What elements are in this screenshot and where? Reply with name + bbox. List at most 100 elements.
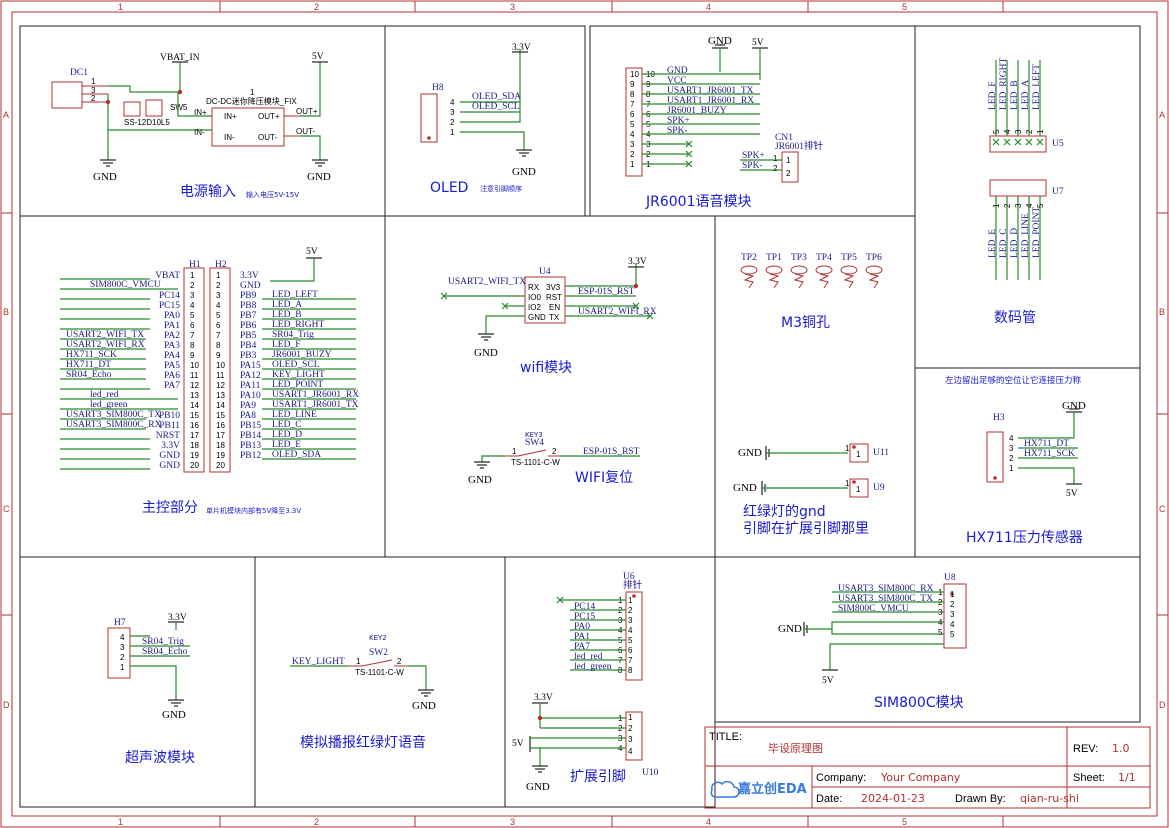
sw5-ref: SW5	[170, 103, 188, 112]
seg-bot-net: LED_LINE	[1021, 213, 1031, 258]
svg-text:2: 2	[397, 657, 402, 666]
svg-text:Drawn By:: Drawn By:	[955, 793, 1006, 805]
svg-text:1: 1	[845, 479, 850, 488]
tp-screw-thread	[793, 273, 805, 289]
oled-section: H8 4 3 2 1 OLED_SDA OLED_SCL 3.3V GND OL…	[420, 43, 536, 196]
ultra-section: H7 4 3 2 1 3.3V SR04_Trig SR04_Echo GND …	[107, 613, 195, 766]
svg-text:GND: GND	[733, 482, 757, 494]
jr6001-header	[625, 67, 643, 177]
jr-pin-inner: 8	[630, 90, 635, 99]
seg-bot-net: LED_D	[1010, 228, 1020, 258]
tp-screw-head	[740, 265, 758, 275]
sim-section: KEY2 SW2 1 2 TS-1101-C-W KEY_LIGHT GND 模…	[290, 634, 436, 751]
esp01s-module	[524, 276, 566, 324]
main-right-pin: 2	[216, 281, 221, 290]
seg-bot-pin: 3	[1014, 203, 1023, 208]
svg-text:EN: EN	[549, 303, 560, 312]
svg-text:H2: H2	[215, 260, 227, 270]
svg-text:4: 4	[450, 98, 455, 107]
main-right-pin: 3	[216, 291, 221, 300]
main-right-pin: 5	[216, 311, 221, 320]
svg-text:3: 3	[450, 108, 455, 117]
ruler-rrow-b: B	[1159, 307, 1165, 317]
block-ultra	[19, 556, 256, 808]
traffic-title-2: 引脚在扩展引脚那里	[743, 521, 869, 537]
main-left-net: led_red	[90, 390, 119, 400]
tp-label: TP5	[841, 253, 857, 263]
svg-text:3V3: 3V3	[546, 283, 561, 292]
jr-nc-mark	[685, 160, 693, 168]
svg-text:2: 2	[628, 724, 633, 733]
jr-net-label: SPK+	[667, 116, 690, 126]
svg-text:Date:: Date:	[816, 793, 842, 805]
main-left-pinname: GND	[159, 461, 180, 471]
main-left-pin: 19	[190, 451, 199, 460]
svg-text:5V: 5V	[752, 38, 764, 48]
ruler-col-5: 5	[902, 2, 907, 12]
seg-top-pin: 2	[1025, 129, 1034, 134]
jr-net-label: GND	[667, 66, 688, 76]
svg-text:GND: GND	[738, 447, 762, 459]
main-left-pinname: PC15	[159, 301, 180, 311]
main-right-net: LED_E	[272, 440, 301, 450]
jr-pin-inner: 4	[630, 130, 635, 139]
main-right-net: LED_D	[272, 430, 302, 440]
svg-text:1: 1	[250, 88, 255, 97]
main-right-pin: 7	[216, 331, 221, 340]
u10-header	[625, 711, 643, 761]
wifi-title: wifi模块	[520, 360, 572, 376]
jr-pin-inner: 2	[630, 150, 635, 159]
main-left-pin: 16	[190, 421, 199, 430]
svg-text:Sheet:: Sheet:	[1073, 772, 1105, 784]
svg-text:2024-01-23: 2024-01-23	[861, 792, 925, 805]
main-right-pin: 15	[216, 411, 225, 420]
main-header-h1	[183, 267, 205, 473]
main-right-pin: 10	[216, 361, 225, 370]
main-left-pinname: PB11	[159, 421, 180, 431]
traffic-title-1: 红绿灯的gnd	[743, 504, 826, 520]
svg-text:TS-1101-C-W: TS-1101-C-W	[511, 458, 560, 467]
main-left-pinname: GND	[159, 451, 180, 461]
jr-pin-inner: 1	[630, 160, 635, 169]
seg-top-net: LED_A	[1021, 80, 1031, 110]
svg-text:4: 4	[120, 633, 125, 642]
main-right-net: LED_RIGHT	[272, 320, 324, 330]
jr-nc-mark	[685, 150, 693, 158]
svg-text:OUT-: OUT-	[258, 133, 277, 142]
main-left-pin: 20	[190, 461, 199, 470]
u6-net: PA0	[574, 622, 590, 632]
tp-screw-thread	[818, 273, 830, 289]
main-right-net: LED_B	[272, 310, 302, 320]
main-left-pin: 6	[190, 321, 195, 330]
ruler-col-2: 2	[314, 2, 319, 12]
main-right-pinname: PB3	[240, 351, 257, 361]
seg-nc-mark	[1003, 138, 1011, 146]
wifi-section: U4 RX IO0 IO2 GND 3V3 RST EN TX USART2_W…	[440, 257, 657, 486]
svg-text:排针: 排针	[623, 579, 643, 591]
u6-nc-mark	[556, 596, 564, 604]
svg-text:SW4: SW4	[525, 438, 544, 448]
jr-pin-inner: 10	[630, 70, 639, 79]
seg-bot-pin: 5	[1036, 203, 1045, 208]
main-right-pinname: PB6	[240, 321, 257, 331]
seg-top-pin: 3	[1014, 129, 1023, 134]
seg-top-net: LED_B	[1010, 80, 1020, 110]
u6-pin-inner: 6	[628, 646, 633, 655]
main-right-net: KEY_LIGHT	[272, 370, 325, 380]
ruler-left: A B C D	[1, 110, 12, 710]
eda-logo: 嘉立创EDA	[710, 780, 807, 798]
svg-text:U4: U4	[539, 267, 551, 277]
svg-text:TX: TX	[549, 313, 560, 322]
u8-pin-inner: 3	[950, 610, 955, 619]
sim-title: 模拟播报红绿灯语音	[300, 734, 426, 751]
svg-text:Company:: Company:	[816, 772, 866, 784]
svg-text:4: 4	[1009, 434, 1014, 443]
main-right-net: LED_F	[272, 340, 301, 350]
u6-net: PA7	[574, 642, 590, 652]
u6-net: PA1	[574, 632, 590, 642]
sim800-connector	[943, 583, 967, 649]
